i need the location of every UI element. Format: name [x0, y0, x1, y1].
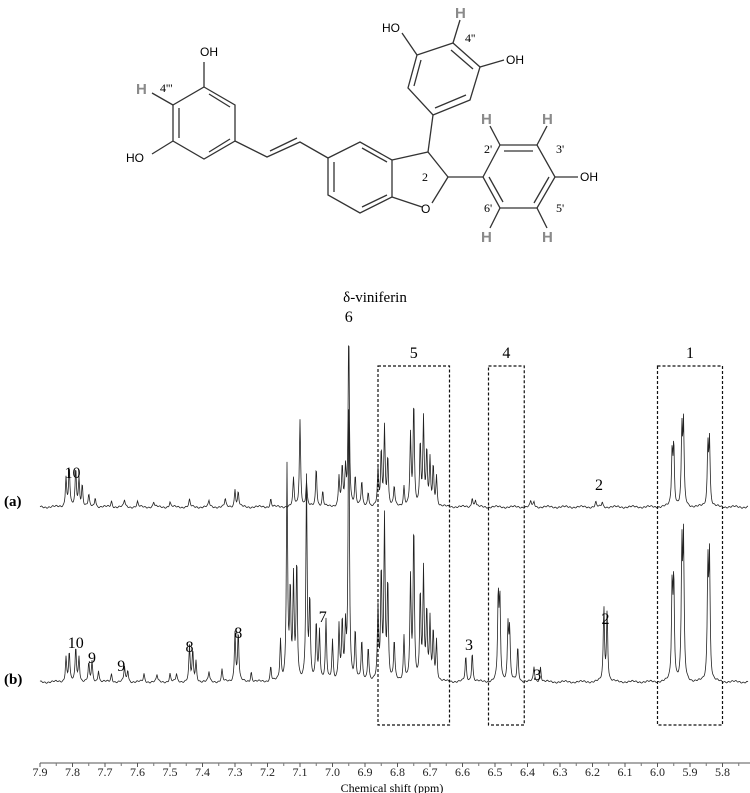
x-tick-label: 7.6	[130, 765, 145, 779]
atom-h: H	[481, 229, 492, 246]
spectrum-label-b: (b)	[4, 672, 22, 688]
x-tick-label: 6.5	[488, 765, 503, 779]
x-tick-label: 6.1	[618, 765, 633, 779]
x-axis: 7.9 7.8 7.7 7.6 7.5 7.4 7.3 7.2 7.1 7.0 6.9 6.8 6.7 6…	[33, 762, 750, 779]
position-label: 2	[422, 170, 428, 184]
peak-label-b: 3	[533, 667, 541, 684]
x-tick-label: 7.2	[260, 765, 275, 779]
x-axis-title: Chemical shift (ppm)	[341, 781, 444, 793]
peak-label-b: 2	[602, 611, 610, 628]
molecule-structure: OH HO H 4''' O 2 H 4'' HO OH H H H H 2' …	[126, 5, 598, 246]
compound-name: δ-viniferin	[343, 290, 407, 306]
x-tick-label: 7.4	[195, 765, 210, 779]
x-tick-label: 7.9	[33, 765, 48, 779]
x-tick-label: 7.5	[163, 765, 178, 779]
atom-oh: OH	[580, 170, 598, 184]
peak-label-b: 10	[68, 635, 84, 652]
peak-label-a: 10	[65, 465, 81, 482]
x-tick-label: 7.7	[98, 765, 113, 779]
ring-a	[172, 86, 236, 160]
atom-h: H	[455, 5, 466, 22]
x-tick-label: 5.8	[715, 765, 730, 779]
atom-ho: HO	[382, 21, 400, 35]
nmr-spectra	[39, 345, 749, 684]
region-box	[487, 365, 525, 726]
x-tick-label: 6.8	[390, 765, 405, 779]
atom-oh: OH	[200, 45, 218, 59]
x-tick-label: 6.7	[423, 765, 438, 779]
region-label: 4	[502, 345, 510, 362]
x-tick-label: 5.9	[683, 765, 698, 779]
x-tick-label: 6.0	[650, 765, 665, 779]
position-label: 6'	[484, 201, 492, 215]
peak-label-b: 9	[88, 650, 96, 667]
position-label: 4''	[465, 31, 475, 45]
atom-ho: HO	[126, 151, 144, 165]
position-label: 4'''	[160, 81, 173, 95]
x-tick-label: 6.6	[455, 765, 470, 779]
x-tick-label: 6.9	[358, 765, 373, 779]
peak-label-b: 9	[117, 658, 125, 675]
peak-label-b: 8	[186, 639, 194, 656]
spectrum-line-b	[39, 409, 749, 684]
ring-d	[482, 144, 556, 209]
region-boxes: 5 4 1	[377, 345, 724, 726]
atom-h: H	[481, 111, 492, 128]
atom-o: O	[421, 202, 430, 216]
x-tick-label: 7.8	[65, 765, 80, 779]
region-label: 5	[410, 345, 418, 362]
x-tick-label: 6.4	[520, 765, 535, 779]
position-label: 3'	[556, 142, 564, 156]
position-label: 5'	[556, 201, 564, 215]
position-label: 2'	[484, 142, 492, 156]
region-box	[656, 365, 724, 726]
ring-b	[327, 141, 393, 214]
peak-label-b: 3	[465, 637, 473, 654]
peak-label-b: 8	[234, 625, 242, 642]
atom-h: H	[542, 111, 553, 128]
x-tick-label: 7.1	[293, 765, 308, 779]
x-tick-label: 7.0	[325, 765, 340, 779]
atom-h: H	[136, 81, 147, 98]
atom-oh: OH	[506, 53, 524, 67]
region-label: 1	[686, 345, 694, 362]
x-tick-label: 6.3	[553, 765, 568, 779]
peak-label-b: 7	[319, 609, 327, 626]
x-tick-label: 7.3	[228, 765, 243, 779]
spectrum-label-a: (a)	[4, 494, 22, 510]
atom-h: H	[542, 229, 553, 246]
peak-label-a: 2	[595, 477, 603, 494]
peak-label-a: 6	[345, 309, 353, 326]
region-box	[377, 365, 451, 726]
x-tick-label: 6.2	[585, 765, 600, 779]
spectrum-line-a	[39, 345, 749, 509]
